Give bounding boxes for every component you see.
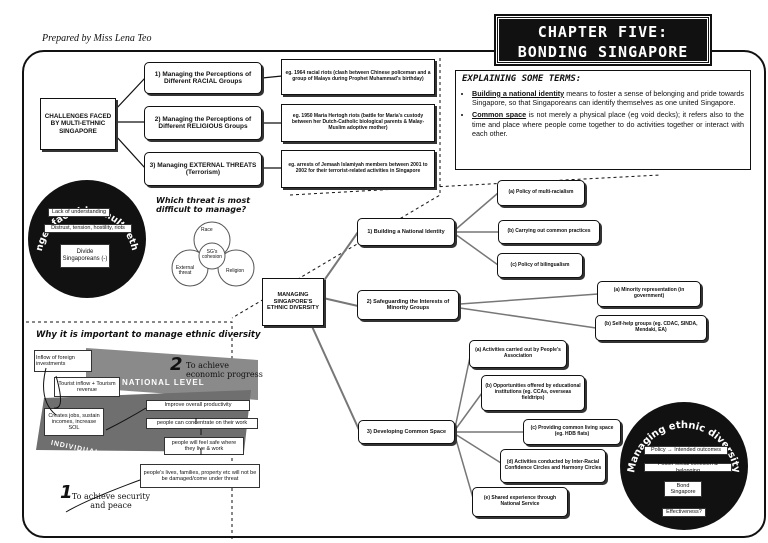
challenge-external-box: 3) Managing EXTERNAL THREATS (Terrorism) — [144, 152, 262, 186]
venn-external: External threat — [175, 265, 195, 277]
term-text: is not merely a physical place (eg void … — [472, 110, 744, 139]
challenges-box-understanding: Lack of understanding — [48, 208, 110, 217]
goal-number-1: 1 — [60, 482, 73, 503]
branch-national-identity: 1) Building a National Identity — [357, 218, 455, 246]
terms-list: Building a national identity means to fo… — [462, 89, 744, 139]
leaf-common-practices: (b) Carrying out common practices — [498, 220, 600, 244]
challenges-box-distrust: Distrust, tension, hostility, riots — [44, 224, 132, 233]
national-level-label: NATIONAL LEVEL — [122, 378, 205, 387]
leaf-common-living-space: (c) Providing common living space (eg. H… — [523, 419, 621, 445]
term-item-common-space: Common space is not merely a physical pl… — [472, 110, 744, 138]
managing-box-effectiveness: Effectiveness? — [662, 508, 706, 517]
branch-common-space: 3) Developing Common Space — [358, 420, 455, 444]
venn-religion: Religion — [226, 268, 245, 274]
branch-minority-groups: 2) Safeguarding the Interests of Minorit… — [357, 290, 459, 320]
leaf-bilingualism: (c) Policy of bilingualism — [497, 253, 583, 278]
goal-security-peace: To achieve security and peace — [71, 492, 151, 511]
example-racial-box: eg. 1964 racial riots (clash between Chi… — [281, 59, 435, 95]
why-tourist-box: Tourist inflow + Tourism revenue — [54, 377, 120, 397]
managing-box-cohesion: Foster social cohesion & belonging — [644, 461, 732, 474]
leaf-national-service: (e) Shared experience through National S… — [472, 487, 568, 517]
threat-venn-diagram — [171, 221, 255, 287]
chapter-title: CHAPTER FIVE: BONDING SINGAPORE — [494, 14, 712, 66]
challenge-religious-box: 2) Managing the Perceptions of Different… — [144, 106, 262, 140]
why-lives-box: people's lives, families, property etc w… — [140, 464, 260, 488]
term-text: means to foster a sense of belonging and… — [472, 88, 744, 108]
example-external-box: eg. arrests of Jemaah Islamiyah members … — [281, 150, 435, 188]
goal-economic-progress: To achieve economic progress — [186, 361, 263, 379]
threat-question: Which threat is most difficult to manage… — [156, 196, 251, 215]
term-name: Common space — [472, 110, 527, 120]
why-feelsafe-box: people will feel safe where they live & … — [164, 437, 244, 455]
leaf-harmony-circles: (d) Activities conducted by Inter-Racial… — [500, 449, 606, 483]
managing-box-policy: Policy → Intended outcomes — [644, 446, 728, 455]
challenge-racial-box: 1) Managing the Perceptions of Different… — [144, 62, 262, 94]
leaf-minority-representation: (a) Minority representation (in governme… — [597, 281, 701, 307]
challenges-box-divide: Divide Singaporeans (-) — [60, 244, 110, 268]
venn-center: SG's cohesion — [201, 249, 222, 261]
leaf-peoples-association: (a) Activities carried out by People's A… — [469, 340, 567, 368]
term-item-national-identity: Building a national identity means to fo… — [472, 89, 744, 108]
content-frame — [22, 50, 766, 538]
why-concentrate-box: people can concentrate on their work — [146, 418, 258, 429]
terms-heading: EXPLAINING SOME TERMS: — [462, 74, 582, 84]
why-inflow-box: Inflow of foreign investments — [34, 350, 92, 372]
leaf-self-help-groups: (b) Self-help groups (eg. CDAC, SINDA, M… — [595, 315, 707, 341]
chapter-title-line1: CHAPTER FIVE: — [537, 23, 669, 41]
why-productivity-box: Improve overall productivity — [146, 400, 250, 411]
managing-box-bond: Bond Singapore — [664, 481, 702, 497]
term-name: Building a national identity — [472, 88, 565, 98]
why-arrows — [43, 367, 202, 513]
goal-number-2: 2 — [170, 354, 183, 375]
leaf-educational-institutions: (b) Opportunities offered by educational… — [481, 375, 585, 411]
leaf-multiracialism: (a) Policy of multi-racialism — [497, 180, 585, 206]
challenges-arc-text: Challenges faced by multi-ethnic SG — [28, 180, 140, 252]
chapter-title-line2: BONDING SINGAPORE — [517, 43, 689, 61]
challenges-circle: Challenges faced by multi-ethnic SG — [28, 180, 146, 298]
prepared-by-label: Prepared by Miss Lena Teo — [42, 33, 152, 44]
challenges-center-box: CHALLENGES FACED BY MULTI-ETHNIC SINGAPO… — [40, 98, 116, 150]
managing-center-box: MANAGING SINGAPORE'S ETHNIC DIVERSITY — [262, 278, 324, 326]
explaining-terms-box: EXPLAINING SOME TERMS: Building a nation… — [455, 70, 751, 170]
why-heading: Why it is important to manage ethnic div… — [36, 330, 261, 340]
venn-race: Race — [201, 227, 213, 233]
example-religious-box: eg. 1950 Maria Hertogh riots (battle for… — [281, 104, 435, 142]
